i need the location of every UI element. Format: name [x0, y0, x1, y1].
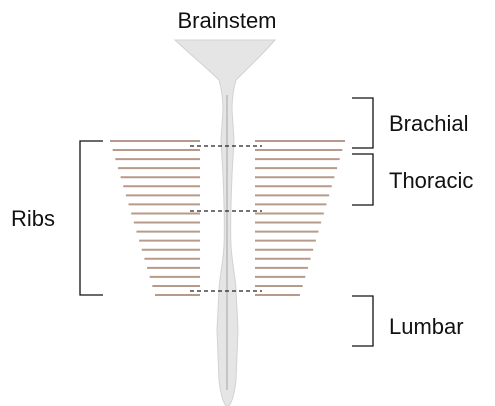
lumbar-label: Lumbar — [389, 314, 464, 339]
brachial-label: Brachial — [389, 111, 468, 136]
ribs-label: Ribs — [11, 206, 55, 231]
ribs-bracket — [80, 141, 103, 295]
thoracic-bracket — [352, 154, 373, 205]
brainstem-label: Brainstem — [177, 8, 276, 33]
lumbar-bracket — [352, 296, 373, 346]
thoracic-label: Thoracic — [389, 168, 473, 193]
brachial-bracket — [352, 98, 373, 148]
